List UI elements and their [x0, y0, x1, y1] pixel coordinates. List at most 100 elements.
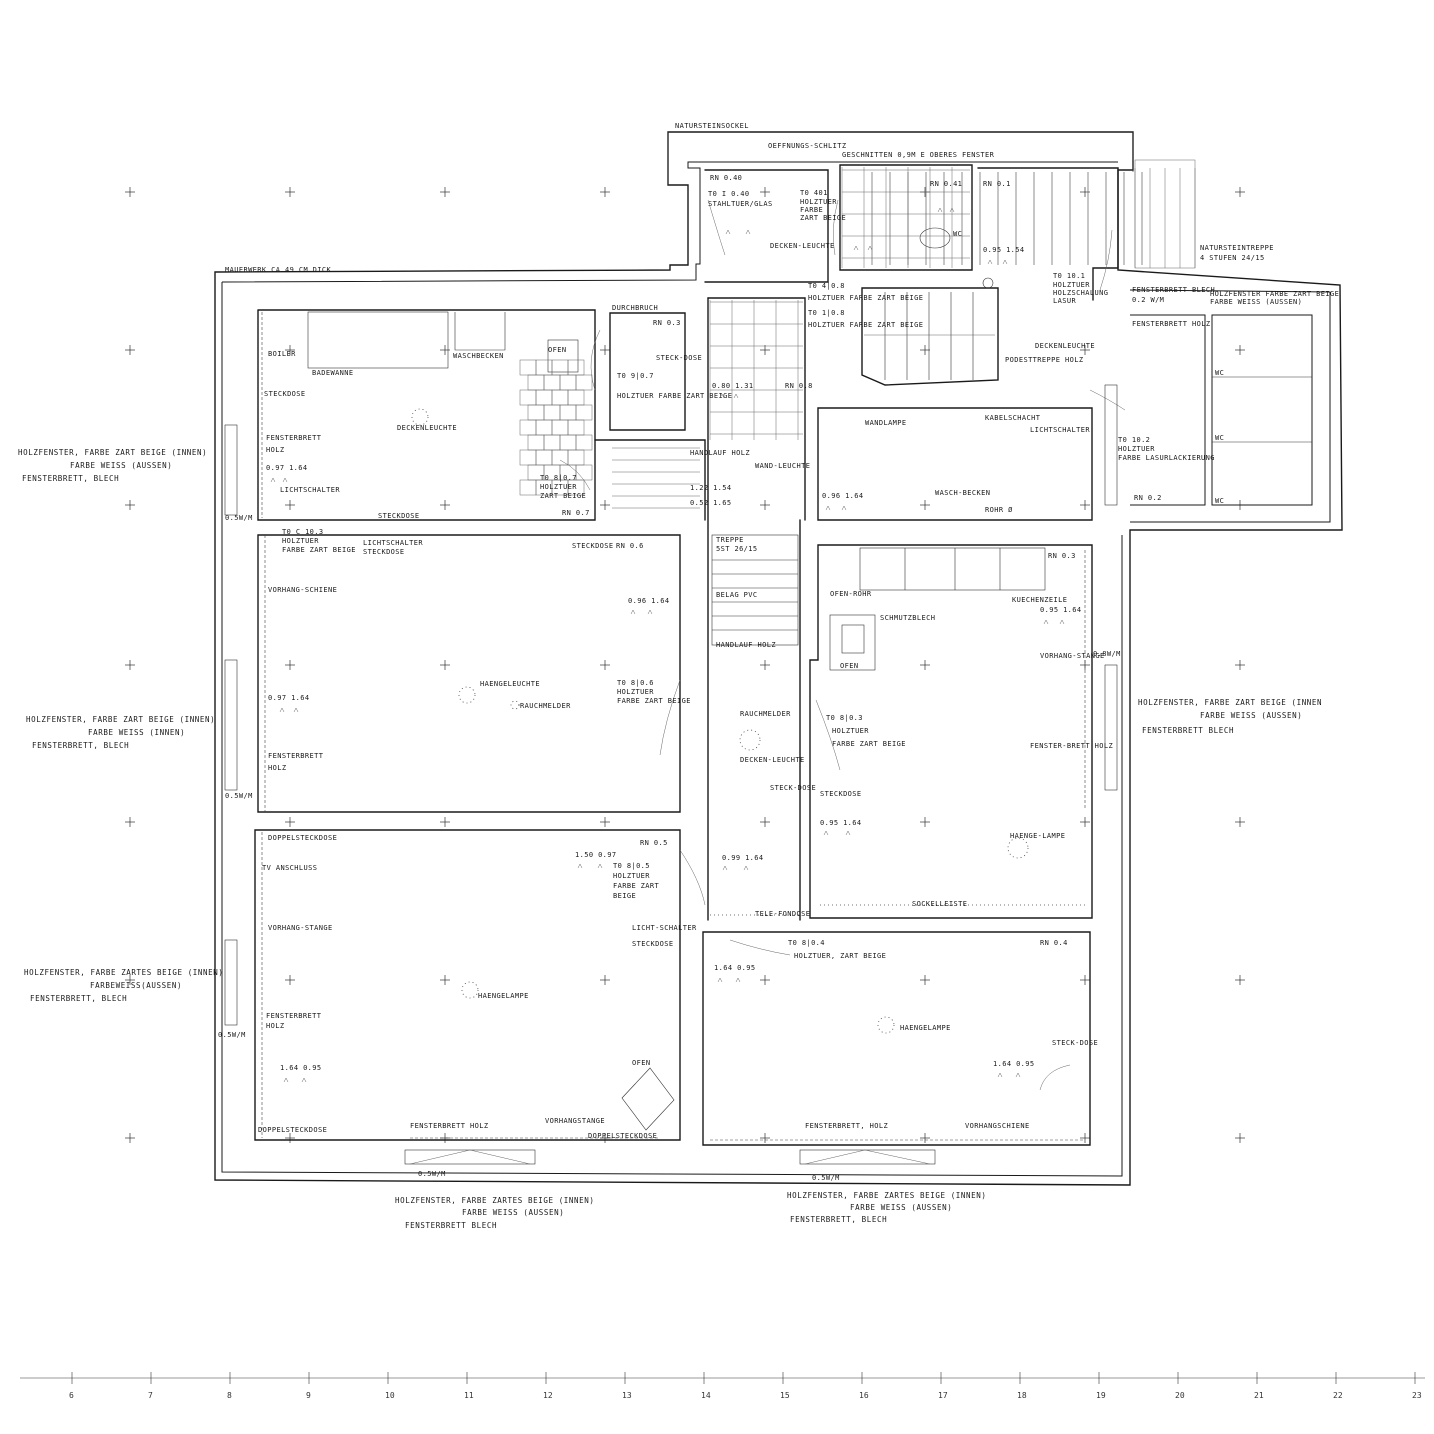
label-deckenleuchte-wc: DECKEN-LEUCHTE — [770, 242, 835, 250]
label-fensterbrett-4: FENSTERBRETT — [266, 1012, 322, 1020]
label-holzschalung: HOLZSCHALUNG — [1053, 289, 1108, 297]
grid-cross — [440, 345, 450, 355]
label-farbe-zart-2: FARBE ZART BEIGE — [617, 697, 691, 705]
label-lichtschalter-4: LICHT-SCHALTER — [632, 924, 697, 932]
grid-cross — [125, 660, 135, 670]
grid-cross — [440, 187, 450, 197]
label-wc-annex-3: WC — [1215, 497, 1224, 505]
note-left1-line3: FENSTERBRETT, BLECH — [22, 474, 119, 483]
label-doppelsteckdose-3: DOPPELSTECKDOSE — [588, 1132, 657, 1140]
grid-cross — [920, 1133, 930, 1143]
label-wc: WC — [953, 230, 962, 238]
label-t0810-4: T0 8|0.4 — [788, 939, 825, 947]
label-w-kitchen: 0.8W/M — [1093, 650, 1121, 658]
note-bottom1-line1: HOLZFENSTER, FARBE ZARTES BEIGE (INNEN) — [395, 1196, 595, 1205]
label-belag: BELAG PVC — [716, 591, 758, 599]
label-h-06b: 0.97 1.64 — [268, 694, 310, 702]
scale-number: 21 — [1254, 1391, 1264, 1400]
label-h-tile: 0.95 1.54 — [983, 246, 1025, 254]
label-farbe-zart-4: FARBE ZART — [613, 882, 660, 890]
label-ofen-bath: OFEN — [548, 346, 566, 354]
label-fensterbrett-bath: FENSTERBRETT — [266, 434, 322, 442]
label-h-04b: 1.64 0.95 — [993, 1060, 1035, 1068]
label-rn04: RN 0.4 — [1040, 939, 1068, 947]
fixtures — [224, 159, 1196, 1165]
label-handlauf-2: HANDLAUF HOLZ — [716, 641, 776, 649]
label-holz-3: HOLZ — [266, 1022, 284, 1030]
grid-cross — [125, 975, 135, 985]
label-w-06: 0.5W/M — [225, 792, 253, 800]
label-w-bottom-2: 0.5W/M — [812, 1174, 840, 1182]
label-holztuer-6: HOLZTUER — [617, 688, 654, 696]
note-left2-line3: FENSTERBRETT, BLECH — [32, 741, 129, 750]
label-farbe-zart-3: FARBE ZART BEIGE — [832, 740, 906, 748]
label-fensterbrett-blech-top: FENSTERBRETT BLECH — [1132, 286, 1215, 294]
grid-cross — [760, 500, 770, 510]
label-vorhangschiene: VORHANG-SCHIENE — [268, 586, 337, 594]
grid-cross — [760, 660, 770, 670]
grid-cross — [125, 817, 135, 827]
interior-walls — [254, 164, 1313, 1146]
grid-cross — [1080, 817, 1090, 827]
label-zartbeige-7: ZART BEIGE — [540, 492, 586, 500]
grid-cross — [920, 660, 930, 670]
label-rn07: RN 0.7 — [562, 509, 590, 517]
grid-cross — [920, 500, 930, 510]
label-steckdose-bath-2: STECKDOSE — [378, 512, 420, 520]
scale-number: 9 — [306, 1391, 311, 1400]
label-ofenrohr: OFEN-ROHR — [830, 590, 872, 598]
grid-cross — [920, 345, 930, 355]
label-h-kitchen: 0.95 1.64 — [1040, 606, 1082, 614]
grid-cross — [285, 975, 295, 985]
label-t0940: T0 I 0.40 — [708, 190, 750, 198]
label-steckdose-bath: STECKDOSE — [264, 390, 306, 398]
scale-number: 8 — [227, 1391, 232, 1400]
label-t0401: T0 401 — [800, 189, 828, 197]
label-rn040: RN 0.40 — [710, 174, 742, 182]
label-wc-annex-2: WC — [1215, 434, 1224, 442]
label-steckdose-7: STECK-DOSE — [1052, 1039, 1098, 1047]
scale-number: 13 — [622, 1391, 632, 1400]
label-w-bottom-1: 0.5W/M — [418, 1170, 446, 1178]
grid-cross — [285, 500, 295, 510]
note-left2-line1: HOLZFENSTER, FARBE ZART BEIGE (INNEN) — [26, 715, 215, 724]
label-w-bath: 0.5W/M — [225, 514, 253, 522]
label-fensterbrett-holz-5: FENSTERBRETT HOLZ — [410, 1122, 488, 1130]
grid-cross — [920, 817, 930, 827]
label-holztuer-beige-stair: HOLZTUER FARBE ZART BEIGE — [617, 392, 732, 400]
label-lasur: LASUR — [1053, 297, 1076, 305]
grid-cross — [125, 345, 135, 355]
grid-cross — [760, 1133, 770, 1143]
label-t0-7: T0 1|0.8 — [808, 309, 845, 317]
label-steckdose-6: STECKDOSE — [632, 940, 674, 948]
label-sst: 5ST 26/15 — [716, 545, 758, 553]
label-rauchmelder: RAUCHMELDER — [520, 702, 571, 710]
note-right-line2: FARBE WEISS (AUSSEN) — [1200, 711, 1302, 720]
label-oeffnungsschlitz: OEFFNUNGS-SCHLITZ — [768, 142, 846, 150]
label-deckenleuchte-2: DECKENLEUCHTE — [1035, 342, 1095, 350]
label-tvanschluss: TV ANSCHLUSS — [262, 864, 317, 872]
label-beige: BEIGE — [613, 892, 636, 900]
label-vorhangschiene-2: VORHANGSCHIENE — [965, 1122, 1030, 1130]
label-ofen-3: OFEN — [632, 1059, 650, 1067]
label-t0810-3: T0 8|0.3 — [826, 714, 863, 722]
label-holz-2: HOLZ — [268, 764, 286, 772]
note-left2-line2: FARBE WEISS (INNEN) — [88, 728, 185, 737]
room-labels: NATURSTEINSOCKEL OEFFNUNGS-SCHLITZ GESCH… — [218, 122, 1339, 1182]
label-schmutzblech: SCHMUTZBLECH — [880, 614, 935, 622]
label-geschnitten: GESCHNITTEN 0,9M E OBERES FENSTER — [842, 151, 995, 159]
note-bottom1-line3: FENSTERBRETT BLECH — [405, 1221, 497, 1230]
grid-cross — [285, 1133, 295, 1143]
grid-cross — [600, 500, 610, 510]
grid-cross — [440, 817, 450, 827]
note-left3-line1: HOLZFENSTER, FARBE ZARTES BEIGE (INNEN) — [24, 968, 224, 977]
label-haengelampe: HAENGE-LAMPE — [1010, 832, 1065, 840]
grid-cross — [760, 345, 770, 355]
label-rohr: ROHR Ø — [985, 506, 1013, 514]
grid-cross — [1080, 187, 1090, 197]
label-kabelschacht: KABELSCHACHT — [985, 414, 1041, 422]
grid-cross — [440, 975, 450, 985]
label-h-05: 1.50 0.97 — [575, 851, 617, 859]
label-mauerwerk: MAUERWERK CA 49 CM DICK — [225, 266, 332, 274]
